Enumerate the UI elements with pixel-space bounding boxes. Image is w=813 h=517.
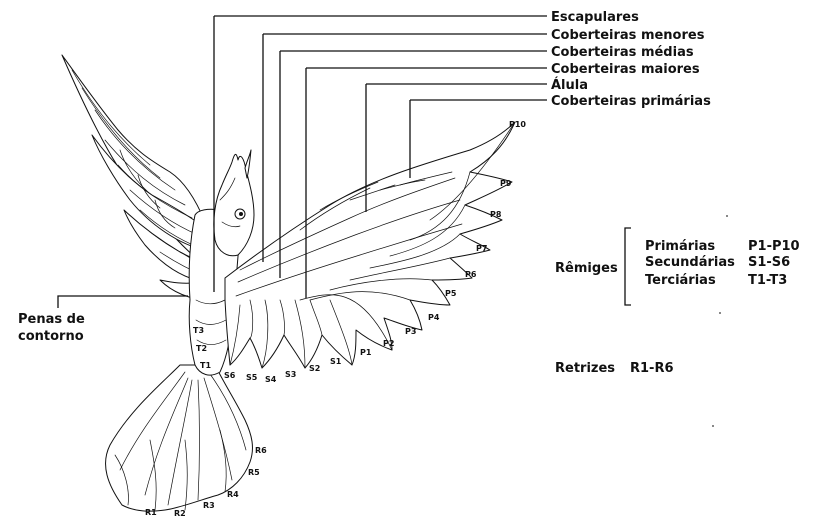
tertiary-label: T1 xyxy=(200,361,211,370)
left-wing-illustration xyxy=(62,55,210,300)
tail-label: R5 xyxy=(248,468,260,477)
remiges-row-range: S1-S6 xyxy=(748,255,790,270)
primary-label: P9 xyxy=(500,179,512,188)
primary-label: P3 xyxy=(405,327,416,336)
tail-label: R4 xyxy=(227,490,239,499)
secondary-feather-labels: S1 S2 S3 S4 S5 S6 xyxy=(224,357,342,384)
secondary-label: S4 xyxy=(265,375,277,384)
label-coberteiras-menores: Coberteiras menores xyxy=(551,28,705,43)
label-coberteiras-medias: Coberteiras médias xyxy=(551,45,694,60)
primary-label: P4 xyxy=(428,313,440,322)
label-coberteiras-primarias: Coberteiras primárias xyxy=(551,94,711,109)
secondary-label: S6 xyxy=(224,371,236,380)
secondary-label: S1 xyxy=(330,357,342,366)
label-escapulares: Escapulares xyxy=(551,10,639,25)
remiges-row-name: Secundárias xyxy=(645,255,735,270)
primary-label: P7 xyxy=(476,244,487,253)
right-wing-illustration xyxy=(225,122,515,368)
head-illustration xyxy=(214,150,254,256)
primary-label: P1 xyxy=(360,348,372,357)
secondary-label: S2 xyxy=(309,364,320,373)
primary-label: P10 xyxy=(509,120,526,129)
remiges-row-name: Terciárias xyxy=(645,273,716,288)
tail-label: R2 xyxy=(174,509,186,517)
secondary-label: S3 xyxy=(285,370,296,379)
primary-label: P5 xyxy=(445,289,457,298)
primary-label: P2 xyxy=(383,339,394,348)
remiges-row-name: Primárias xyxy=(645,239,715,254)
label-contorno: contorno xyxy=(18,329,84,344)
callout-labels: Escapulares Coberteiras menores Cobertei… xyxy=(551,10,711,109)
remiges-bracket xyxy=(625,228,631,305)
tail-label: R1 xyxy=(145,508,157,517)
secondary-label: S5 xyxy=(246,373,258,382)
remiges-row-range: T1-T3 xyxy=(748,273,787,288)
remiges-title: Rêmiges xyxy=(555,261,618,276)
tertiary-label: T3 xyxy=(193,326,204,335)
retrizes-title: Retrizes xyxy=(555,361,615,376)
tail-label: R3 xyxy=(203,501,215,510)
primary-label: P6 xyxy=(465,270,477,279)
label-alula: Álula xyxy=(551,77,588,93)
callout-line-penas-contorno xyxy=(58,296,188,308)
remiges-row-range: P1-P10 xyxy=(748,239,800,254)
primary-label: P8 xyxy=(490,210,502,219)
label-coberteiras-maiores: Coberteiras maiores xyxy=(551,62,700,77)
tertiary-label: T2 xyxy=(196,344,207,353)
retrizes-range: R1-R6 xyxy=(630,361,674,376)
remiges-legend: Rêmiges Primárias P1-P10 Secundárias S1-… xyxy=(555,239,800,288)
label-penas-de: Penas de xyxy=(18,312,85,327)
tail-label: R6 xyxy=(255,446,267,455)
